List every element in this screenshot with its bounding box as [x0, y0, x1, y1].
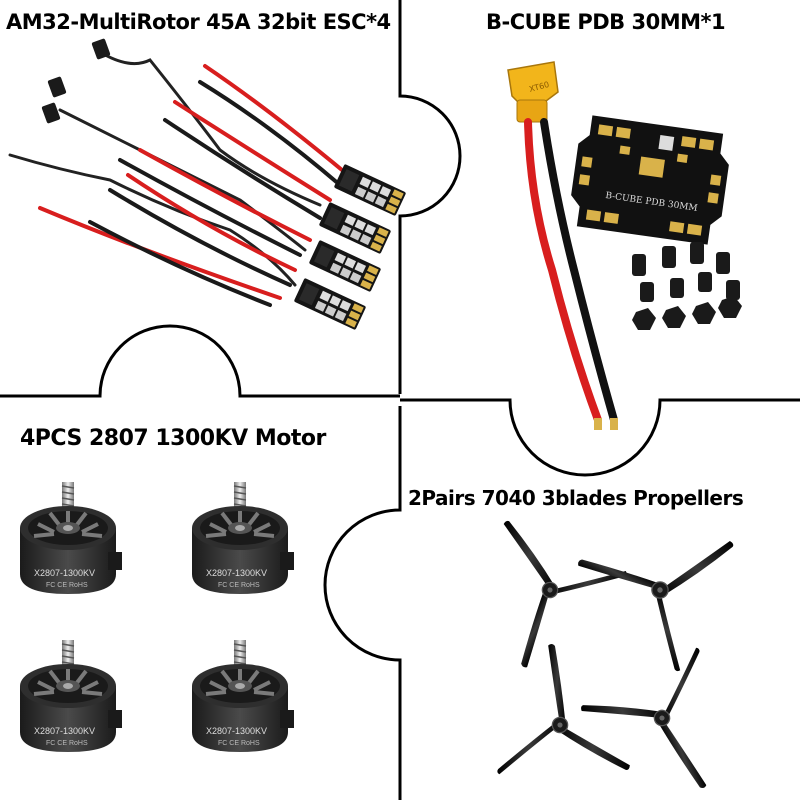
- motor-model-label: X2807-1300KV: [34, 726, 95, 736]
- pdb-photo: XT60 B-CUBE PDB 30MM: [507, 61, 742, 430]
- esc-photo: [8, 38, 407, 331]
- servo-connector: [91, 38, 111, 60]
- motor: X2807-1300KV FC CE RoHS: [18, 638, 124, 754]
- nylon-screw: [670, 278, 684, 298]
- motor-marks-label: FC CE RoHS: [218, 582, 260, 589]
- horizontal-divider-right: [400, 398, 800, 477]
- esc-board: [293, 277, 367, 331]
- nylon-standoff: [632, 254, 646, 276]
- motor-marks-label: FC CE RoHS: [46, 740, 88, 747]
- motor: X2807-1300KV FC CE RoHS: [190, 638, 296, 754]
- pdb-title: B-CUBE PDB 30MM*1: [486, 10, 726, 34]
- motor: X2807-1300KV FC CE RoHS: [18, 480, 124, 596]
- nylon-screw: [640, 282, 654, 302]
- motor-model-label: X2807-1300KV: [206, 726, 267, 736]
- esc-board: [333, 163, 407, 217]
- xt60-connector: XT60: [507, 61, 559, 123]
- nylon-screw: [698, 272, 712, 292]
- motor-marks-label: FC CE RoHS: [218, 740, 260, 747]
- vertical-divider-bottom: [323, 406, 402, 800]
- pdb-black-wire: [540, 118, 618, 424]
- motor: X2807-1300KV FC CE RoHS: [190, 480, 296, 596]
- propeller-photo: [446, 479, 750, 800]
- motor-model-label: X2807-1300KV: [206, 568, 267, 578]
- propellers-title: 2Pairs 7040 3blades Propellers: [408, 486, 744, 510]
- esc-power-wires-red: [38, 64, 350, 300]
- esc-power-wires-black: [88, 80, 342, 307]
- servo-connector: [47, 76, 67, 98]
- nylon-standoff: [662, 246, 676, 268]
- vertical-divider-top: [398, 0, 462, 394]
- pdb-hardware: [632, 242, 742, 330]
- nylon-nut: [718, 296, 742, 318]
- pdb-board: B-CUBE PDB 30MM: [571, 115, 729, 245]
- nylon-nut: [692, 302, 716, 324]
- horizontal-divider-left: [0, 324, 400, 398]
- propeller: [574, 646, 745, 800]
- motor-title: 4PCS 2807 1300KV Motor: [20, 426, 326, 451]
- pdb-red-wire: [524, 118, 602, 424]
- motor-photo: X2807-1300KV FC CE RoHS X2807-1300KV FC …: [18, 480, 296, 754]
- nylon-nut: [662, 306, 686, 328]
- motor-model-label: X2807-1300KV: [34, 568, 95, 578]
- nylon-standoff: [716, 252, 730, 274]
- propeller: [446, 505, 629, 690]
- nylon-screw: [726, 280, 740, 300]
- nylon-nut: [632, 308, 656, 330]
- nylon-standoff: [690, 242, 704, 264]
- servo-connector: [41, 102, 61, 124]
- motor-marks-label: FC CE RoHS: [46, 582, 88, 589]
- esc-title: AM32-MultiRotor 45A 32bit ESC*4: [6, 10, 391, 34]
